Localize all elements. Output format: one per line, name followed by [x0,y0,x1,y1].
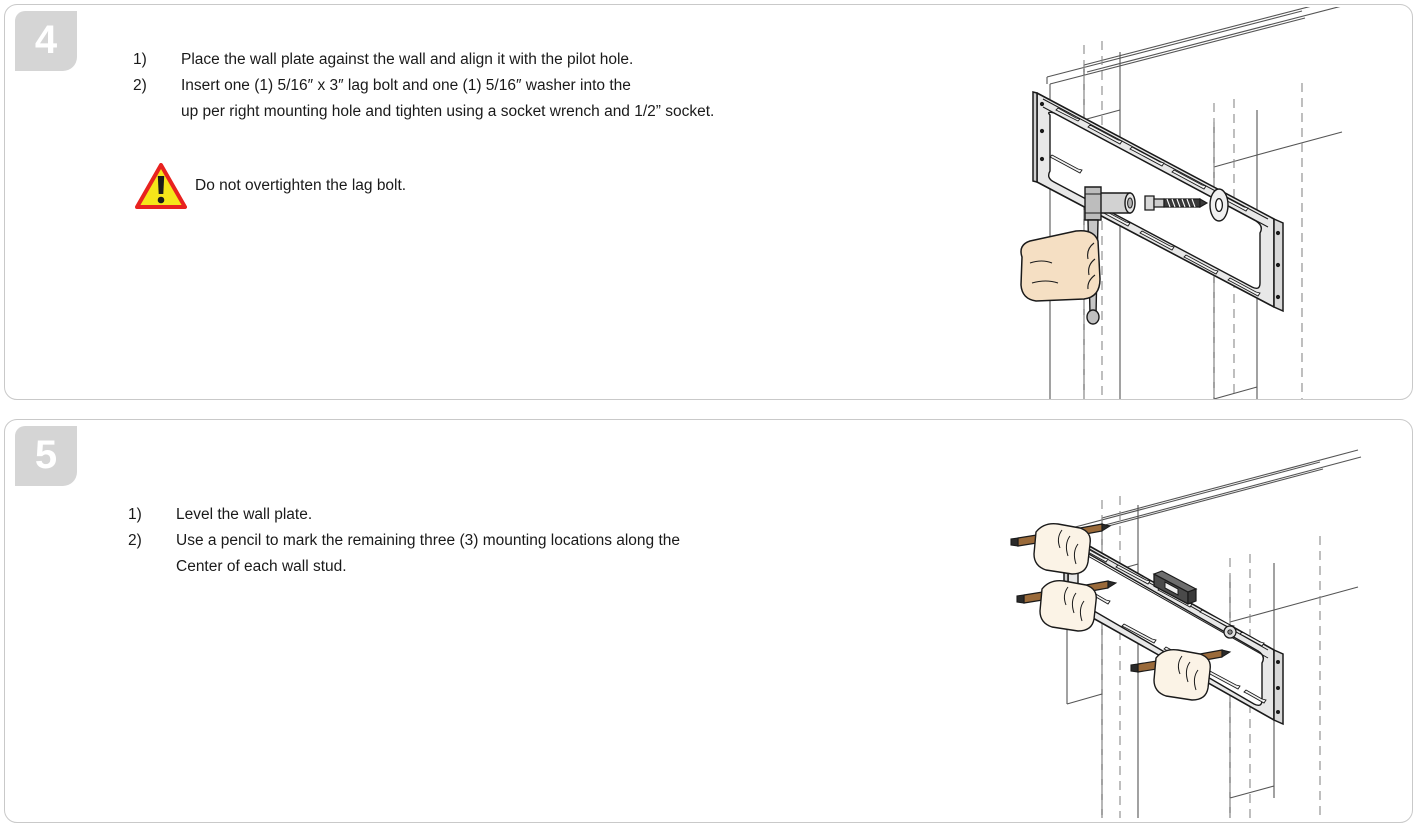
instruction-list-4: 1) Place the wall plate against the wall… [133,47,714,125]
warning-triangle-icon [135,163,187,209]
instruction-item: 1) Place the wall plate against the wall… [133,47,714,73]
instruction-marker: 2) [133,77,147,94]
instruction-text-line-1: Use a pencil to mark the remaining three… [176,532,681,549]
warning-note: Do not overtighten the lag bolt. [135,163,406,209]
instruction-text-line-1: Insert one (1) 5/16″ x 3″ lag bolt and o… [181,77,631,94]
instruction-text: Place the wall plate against the wall an… [181,51,634,68]
wall-plate-lag-bolt-socket-wrench-illustration [1002,7,1402,399]
instruction-marker: 1) [128,506,142,523]
instruction-item: 2) Insert one (1) 5/16″ x 3″ lag bolt an… [133,73,714,125]
step-number-badge-4: 4 [15,11,77,71]
instruction-text: Level the wall plate. [176,506,313,523]
instruction-marker: 2) [128,532,142,549]
instruction-text-line-2: up per right mounting hole and tighten u… [181,103,715,120]
instruction-item: 1) Level the wall plate. [128,502,680,528]
step-panel-5: 5 [4,419,1413,823]
instruction-item: 2) Use a pencil to mark the remaining th… [128,528,680,580]
instruction-list-5: 1) Level the wall plate. 2) Use a pencil… [128,502,680,580]
wall-plate-leveling-pencil-marking-illustration [1002,432,1402,818]
step-number-badge-5: 5 [15,426,77,486]
step-panel-4: 4 1) Place the wall plate against the wa… [4,4,1413,400]
instruction-text: Insert one (1) 5/16″ x 3″ lag bolt and o… [181,73,714,125]
instruction-text-line-2: Center of each wall stud. [176,558,347,575]
instruction-marker: 1) [133,51,147,68]
warning-text: Do not overtighten the lag bolt. [195,177,407,194]
instruction-text: Use a pencil to mark the remaining three… [176,528,680,580]
